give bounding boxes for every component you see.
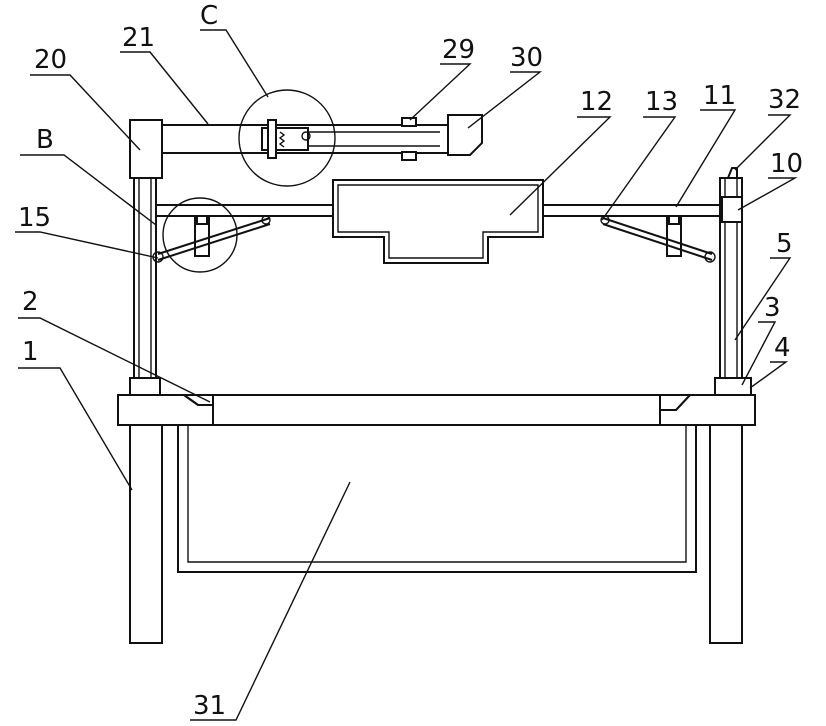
label-21: 21: [122, 23, 155, 53]
top-block: [130, 120, 162, 178]
label-1: 1: [22, 337, 39, 367]
label-3: 3: [764, 293, 781, 323]
label-11: 11: [703, 81, 736, 111]
label-31: 31: [193, 691, 226, 721]
label-5: 5: [776, 229, 793, 259]
label-12: 12: [580, 87, 613, 117]
label-20: 20: [34, 45, 67, 75]
label-13: 13: [645, 87, 678, 117]
table-top: [118, 395, 755, 425]
label-29: 29: [442, 35, 475, 65]
collection-tray: [178, 425, 696, 572]
label-10: 10: [770, 149, 803, 179]
label-4: 4: [774, 333, 791, 363]
label-2: 2: [22, 287, 39, 317]
workpiece: [333, 180, 543, 263]
left-clamp: [153, 216, 270, 262]
upper-arm: [162, 118, 448, 160]
right-clamp: [601, 216, 715, 262]
label-30: 30: [510, 43, 543, 73]
label-32: 32: [768, 85, 801, 115]
label-c: C: [200, 1, 218, 31]
left-column: [130, 178, 160, 395]
left-leg: [130, 425, 162, 643]
label-b: B: [36, 125, 54, 155]
label-15: 15: [18, 203, 51, 233]
right-leg: [710, 425, 742, 643]
right-column: [715, 168, 751, 395]
